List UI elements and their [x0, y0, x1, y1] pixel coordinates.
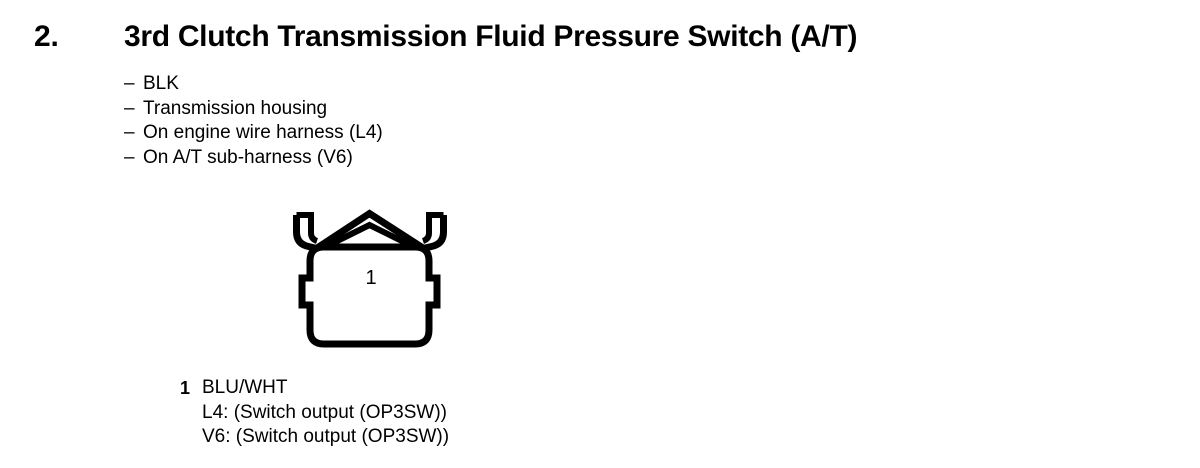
legend-signal-v6: V6: (Switch output (OP3SW)) — [202, 426, 450, 447]
dash-marker-icon: – — [124, 73, 135, 94]
dash-marker-icon: – — [124, 122, 135, 143]
legend-pin-number: 1 — [180, 378, 191, 398]
page-title: 3rd Clutch Transmission Fluid Pressure S… — [124, 20, 858, 53]
connector-2-tab-1-cavity-icon — [293, 209, 447, 348]
dash-marker-icon: – — [124, 97, 135, 119]
list-item-label: On A/T sub-harness (V6) — [143, 146, 353, 168]
list-item-label: BLK — [143, 73, 179, 94]
list-item: – On A/T sub-harness (V6) — [124, 146, 544, 171]
dash-marker-icon: – — [124, 146, 135, 168]
item-number: 2. — [34, 20, 59, 53]
list-item-label: On engine wire harness (L4) — [143, 122, 383, 143]
list-item: – BLK — [124, 72, 544, 97]
list-item-label: Transmission housing — [143, 97, 328, 119]
connector-diagram: 1 — [280, 200, 460, 360]
spec-list: – BLK – Transmission housing – On engine… — [124, 72, 544, 170]
list-item: – On engine wire harness (L4) — [124, 121, 544, 146]
list-item: – Transmission housing — [124, 97, 544, 122]
terminal-legend: 1 BLU/WHT L4: (Switch output (OP3SW)) V6… — [180, 376, 610, 450]
legend-wire-color: BLU/WHT — [202, 377, 288, 398]
legend-row: 1 BLU/WHT — [180, 376, 610, 401]
legend-signal-l4: L4: (Switch output (OP3SW)) — [202, 401, 447, 423]
